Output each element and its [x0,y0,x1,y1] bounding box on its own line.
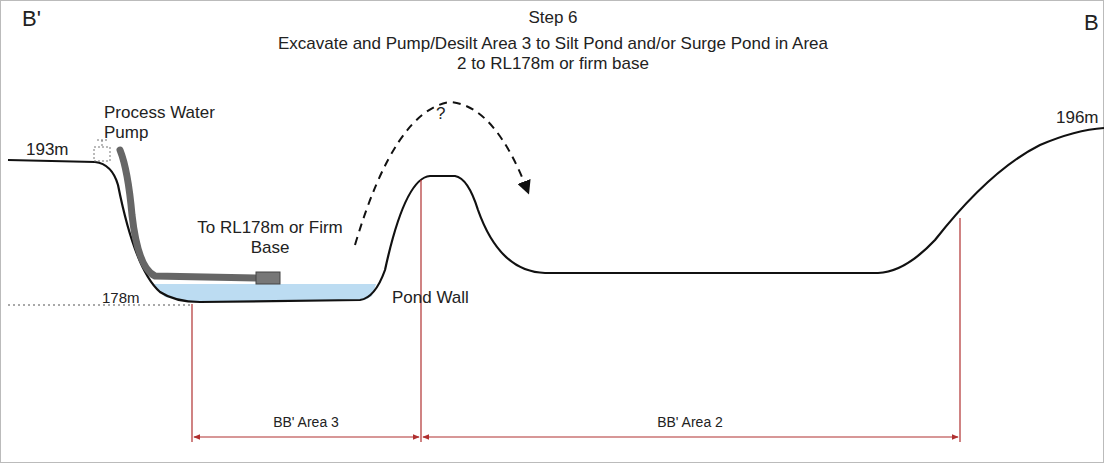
pipe [120,150,258,278]
pump-symbol [94,140,110,161]
area-dimension-label: BB' Area 3 [273,414,339,431]
question-mark: ? [436,104,445,124]
elevation-label: 193m [26,140,69,160]
section-end-label: B' [22,6,41,32]
step-description: Excavate and Pump/Desilt Area 3 to Silt … [273,34,833,75]
elevation-label: 178m [102,289,140,307]
step-title: Step 6 [528,8,577,28]
datum-line [8,304,190,305]
section-end-label: B [1084,10,1099,36]
equipment-label: Process Water Pump [104,103,226,144]
elevation-label: 196m [1056,108,1099,128]
ground-profile [8,128,1104,302]
structure-label: Pond Wall [392,288,469,308]
transfer-arrow [355,102,528,245]
pump-intake [256,272,280,284]
area-dimension-label: BB' Area 2 [657,414,723,431]
target-level-note: To RL178m or Firm Base [190,218,350,259]
